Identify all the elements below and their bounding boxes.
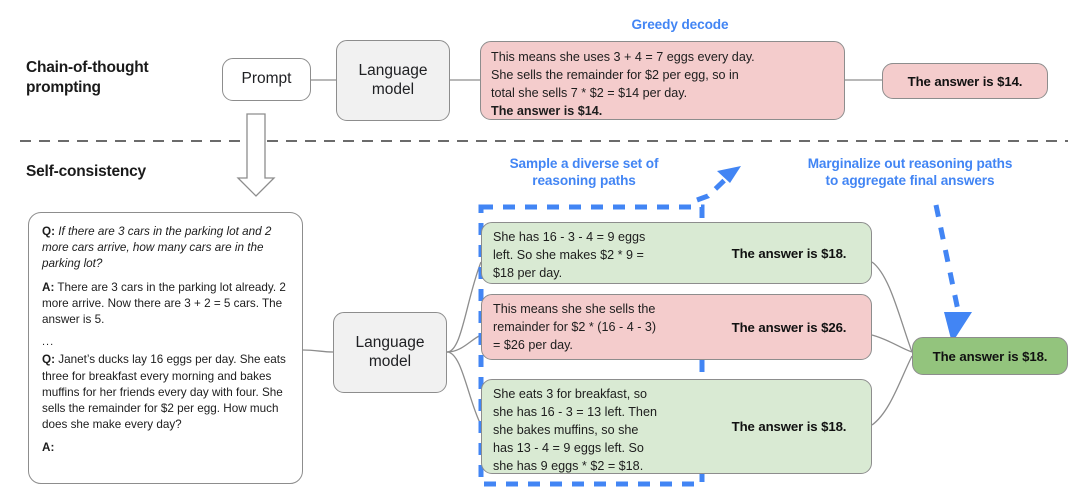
reasoning-path-2-line3: = $26 per day.	[493, 337, 573, 352]
prompt-a2-prefix: A:	[42, 441, 55, 455]
reasoning-path-row-3: She eats 3 for breakfast, so she has 16 …	[481, 379, 872, 474]
greedy-output-line2: She sells the remainder for $2 per egg, …	[491, 67, 739, 82]
reasoning-path-answer-3: The answer is $18.	[731, 419, 847, 434]
language-model-label-line1-top: Language	[358, 61, 428, 79]
connector-path-2-to-final	[871, 334, 913, 353]
prompt-a1-text: There are 3 cars in the parking lot alre…	[42, 280, 286, 327]
reasoning-path-3-line3: she bakes muffins, so she	[493, 422, 639, 437]
reasoning-path-3-line2: she has 16 - 3 = 13 left. Then	[493, 404, 657, 419]
prompt-ellipsis: ...	[42, 336, 55, 349]
language-model-box-bottom[interactable]: Language model	[333, 312, 447, 393]
marginalize-heading: Marginalize out reasoning paths to aggre…	[752, 155, 1068, 190]
greedy-output-line3: total she sells 7 * $2 = $14 per day.	[491, 85, 688, 100]
prompt-q2-text: Janet’s ducks lay 16 eggs per day. She e…	[42, 353, 286, 432]
self-consistency-title: Self-consistency	[26, 163, 146, 180]
marginalize-heading-line2: to aggregate final answers	[825, 173, 995, 189]
reasoning-path-text-2: This means she she sells the remainder f…	[482, 295, 703, 359]
sample-paths-heading-line2: reasoning paths	[532, 173, 636, 189]
language-model-label-line2-bottom: model	[368, 352, 412, 370]
reasoning-path-answer-2: The answer is $26.	[731, 319, 847, 335]
prompt-q1-prefix: Q:	[42, 225, 55, 238]
reasoning-path-1-line2: left. So she makes $2 * 9 =	[493, 247, 644, 262]
language-model-label-line1-bottom: Language	[355, 333, 425, 351]
language-model-label-line2-top: model	[371, 80, 415, 98]
greedy-decode-heading: Greedy decode	[631, 17, 729, 32]
connector-panel-to-model	[302, 349, 334, 353]
chain-of-thought-title-line1: Chain-of-thought	[26, 59, 149, 76]
reasoning-path-3-line1: She eats 3 for breakfast, so	[493, 387, 648, 401]
section-flow-arrow	[236, 113, 276, 197]
greedy-output-answer-line: The answer is $14.	[491, 103, 603, 118]
reasoning-path-1-line3: $18 per day.	[493, 265, 563, 280]
aggregate-arrow	[933, 204, 963, 321]
aggregated-answer-chip: The answer is $18.	[912, 337, 1068, 375]
reasoning-path-3-line5: she has 9 eggs * $2 = $18.	[493, 458, 644, 473]
prompt-q2: Q: Janet’s ducks lay 16 eggs per day. Sh…	[42, 352, 289, 433]
prompt-a1: A: There are 3 cars in the parking lot a…	[42, 280, 289, 329]
connector-path-1-to-final	[871, 261, 913, 353]
reasoning-path-2-line2: remainder for $2 * (16 - 4 - 3)	[493, 319, 657, 334]
reasoning-path-text-1: She has 16 - 3 - 4 = 9 eggs left. So she…	[482, 223, 703, 283]
greedy-final-answer-chip: The answer is $14.	[882, 63, 1048, 99]
prompt-a1-prefix: A:	[42, 280, 55, 294]
reasoning-path-text-3: She eats 3 for breakfast, so she has 16 …	[482, 380, 703, 473]
reasoning-path-1-line1: She has 16 - 3 - 4 = 9 eggs	[493, 230, 646, 244]
prompt-q1-text: If there are 3 cars in the parking lot a…	[42, 225, 272, 271]
connector-model-to-path-1	[446, 261, 482, 353]
marginalize-arrow-head	[717, 166, 741, 183]
connector-model-to-path-3	[446, 351, 482, 426]
reasoning-path-row-1: She has 16 - 3 - 4 = 9 eggs left. So she…	[481, 222, 872, 284]
prompt-q2-prefix: Q:	[42, 353, 55, 367]
sample-paths-heading-line1: Sample a diverse set of	[509, 156, 659, 171]
prompt-q1: Q: If there are 3 cars in the parking lo…	[42, 224, 289, 273]
marginalize-heading-line1: Marginalize out reasoning paths	[807, 156, 1013, 171]
sample-paths-heading: Sample a diverse set of reasoning paths	[466, 155, 702, 190]
prompt-a2: A:	[42, 440, 289, 456]
reasoning-path-row-2: This means she she sells the remainder f…	[481, 294, 872, 360]
connector-path-3-to-final	[871, 355, 913, 426]
reasoning-path-3-line4: has 13 - 4 = 9 eggs left. So	[493, 440, 644, 455]
connector-model-to-path-2	[446, 334, 482, 353]
greedy-output-bubble: This means she uses 3 + 4 = 7 eggs every…	[480, 41, 845, 120]
few-shot-prompt-panel[interactable]: Q: If there are 3 cars in the parking lo…	[28, 212, 303, 484]
chain-of-thought-title: Chain-of-thought prompting	[26, 58, 216, 98]
reasoning-path-answer-1: The answer is $18.	[731, 245, 847, 261]
language-model-box-top[interactable]: Language model	[336, 40, 450, 121]
prompt-box[interactable]: Prompt	[222, 58, 311, 101]
reasoning-path-2-line1: This means she she sells the	[493, 302, 656, 316]
chain-of-thought-title-line2: prompting	[26, 78, 101, 96]
prompt-box-label: Prompt	[241, 70, 292, 88]
greedy-output-line1: This means she uses 3 + 4 = 7 eggs every…	[491, 50, 755, 64]
